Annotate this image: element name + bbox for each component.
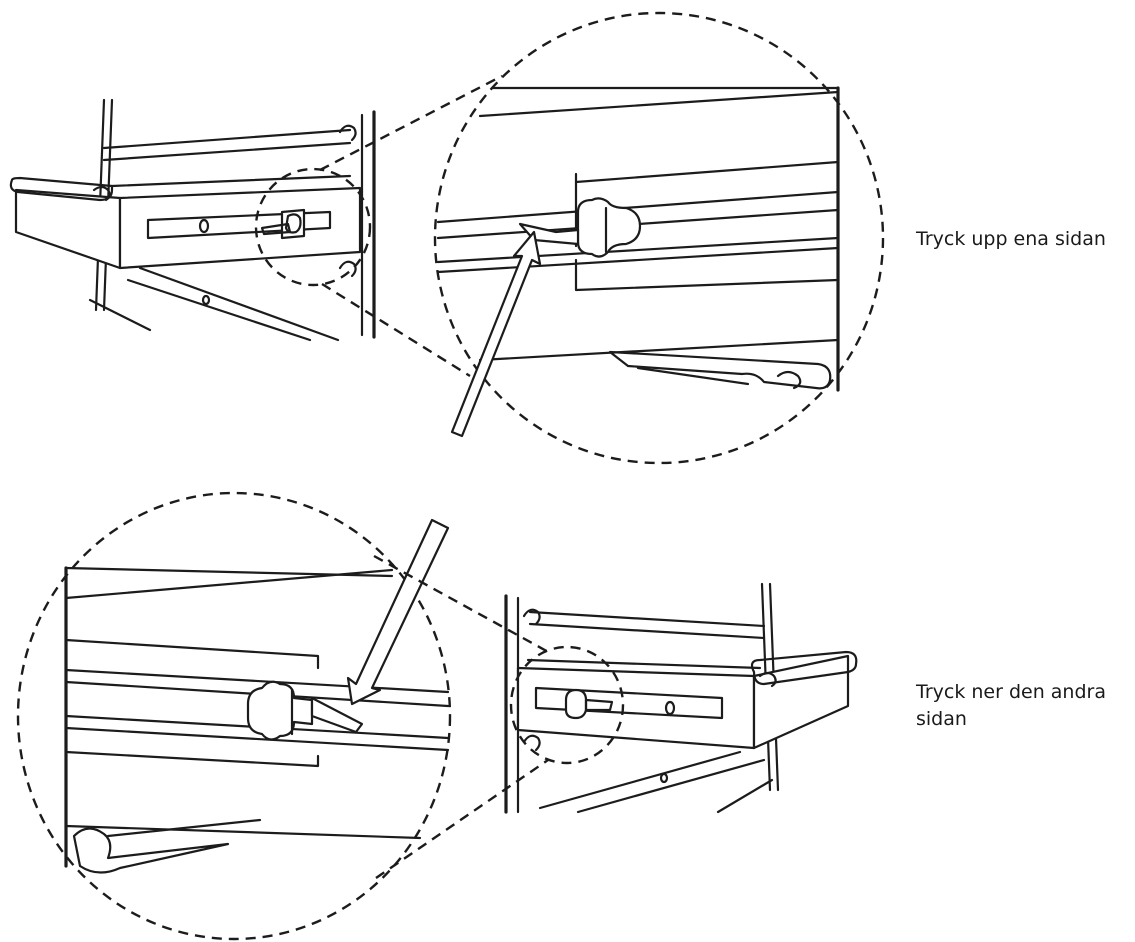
cabinet-with-drawer-right [504,582,858,814]
zoom-view-push-down [16,491,452,941]
step-2-caption: Tryck ner den andra sidan [916,681,1106,730]
step-1-caption: Tryck upp ena sidan [916,228,1106,250]
step-2-illustration [16,491,858,941]
cabinet-with-drawer-left [9,98,376,342]
zoom-view-push-up [433,11,885,465]
step-1-illustration [9,11,885,465]
